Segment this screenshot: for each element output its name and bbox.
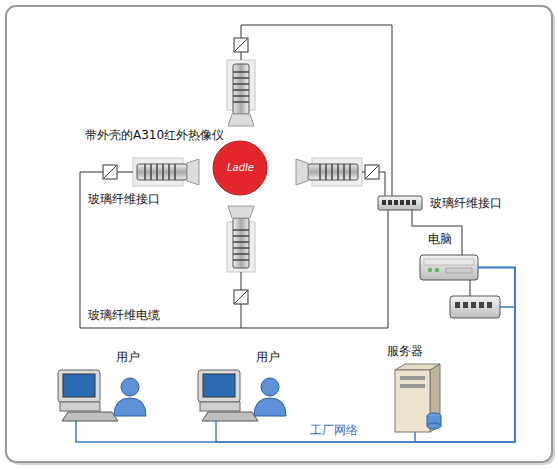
- connector: [415, 268, 515, 443]
- network-switch: [450, 296, 500, 318]
- fiber-hub: [378, 196, 422, 210]
- node-text: 用户: [116, 350, 140, 364]
- computer: [420, 255, 478, 280]
- fiber-port: [103, 165, 117, 179]
- fiber-port: [234, 290, 248, 304]
- cable: [470, 280, 471, 296]
- user-workstation: [198, 370, 286, 421]
- camera: [227, 206, 255, 272]
- camera-label: 带外壳的A310红外热像仪: [85, 128, 224, 142]
- connector: [412, 210, 462, 255]
- camera: [296, 158, 362, 186]
- network-cable: [500, 306, 515, 308]
- fiber-port: [234, 38, 248, 52]
- ladle-circle: Ladle: [212, 140, 268, 196]
- user-node: 用户: [56, 368, 156, 420]
- fiber-port: [365, 165, 379, 179]
- computer-node: 电脑: [420, 255, 478, 280]
- camera: [227, 60, 255, 126]
- node-text: 玻璃纤维接口: [430, 196, 502, 210]
- user-node: 用户: [196, 368, 296, 420]
- node-text: 电脑: [428, 232, 452, 246]
- server-node: 服务器: [393, 364, 441, 432]
- user-workstation: [58, 370, 146, 421]
- server: [395, 364, 441, 432]
- port-label: 玻璃纤维接口: [88, 192, 160, 206]
- fiber-cable: [80, 25, 392, 328]
- connector: [76, 268, 515, 443]
- cable-label: 玻璃纤维电缆: [88, 308, 160, 322]
- node-text: Ladle: [227, 161, 254, 175]
- connector: [216, 268, 515, 443]
- camera: [133, 158, 199, 186]
- network-label: 工厂网络: [310, 423, 358, 437]
- fiber-hub-node: 玻璃纤维接口: [378, 196, 422, 210]
- node-text: 服务器: [387, 344, 423, 358]
- ladle-fill: [213, 141, 267, 195]
- node-text: 用户: [256, 350, 280, 364]
